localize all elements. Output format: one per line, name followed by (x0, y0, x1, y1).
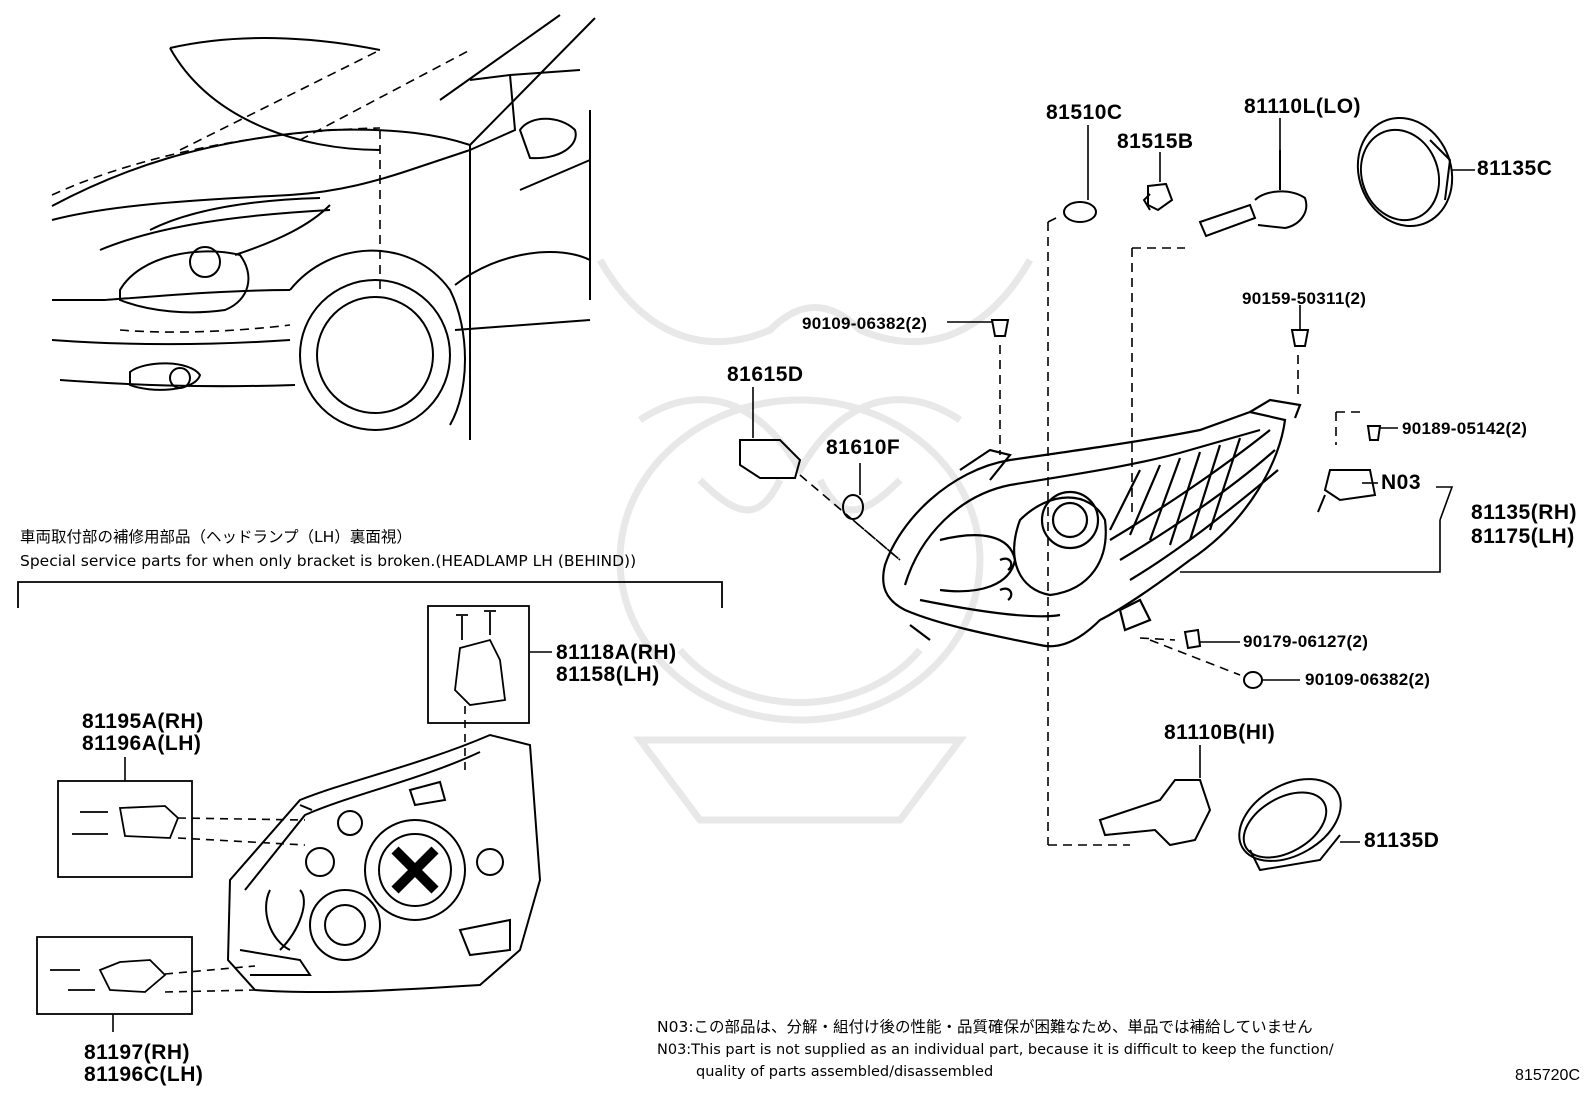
watermark-emblem (596, 258, 1034, 824)
small-parts (739, 116, 1454, 872)
label-81175-lh: 81175(LH) (1471, 525, 1575, 548)
label-90109-06382-bottom: 90109-06382(2) (1305, 670, 1431, 689)
label-90179-06127: 90179-06127(2) (1243, 632, 1369, 651)
label-81615D: 81615D (727, 363, 804, 386)
note-n03-jp: N03:この部品は、分解・組付け後の性能・品質確保が困難なため、単品では補給して… (657, 1018, 1313, 1036)
label-81135D: 81135D (1364, 829, 1440, 852)
label-81610F: 81610F (826, 436, 901, 459)
vehicle-dashed-hidden-lines (51, 49, 471, 333)
note-n03-en-line1: N03:This part is not supplied as an indi… (657, 1042, 1334, 1058)
label-90159-50311: 90159-50311(2) (1242, 289, 1367, 308)
figure-code: 815720C (1515, 1067, 1580, 1084)
headlamp-rear-view (226, 733, 542, 994)
label-81515B: 81515B (1117, 130, 1194, 153)
label-81158-lh: 81158(LH) (556, 663, 660, 686)
label-81110B: 81110B(HI) (1164, 721, 1276, 744)
label-81510C: 81510C (1046, 101, 1123, 124)
special-service-heading-jp: 車両取付部の補修用部品（ヘッドランプ（LH）裏面視） (20, 528, 412, 546)
special-service-bracket (17, 581, 723, 608)
detail-boxes (36, 605, 530, 1015)
assembly-dashed-lines (799, 215, 1360, 846)
label-81196C-lh: 81196C(LH) (84, 1063, 204, 1086)
detail-box-contents (50, 610, 507, 993)
note-n03-en-line2: quality of parts assembled/disassembled (696, 1064, 994, 1080)
label-81196A-lh: 81196A(LH) (82, 732, 202, 755)
label-81135C: 81135C (1477, 157, 1553, 180)
label-81135-rh: 81135(RH) (1471, 501, 1578, 524)
rear-view-dashed-lines (164, 706, 466, 993)
leader-lines (752, 118, 1475, 843)
label-81197-rh: 81197(RH) (84, 1041, 191, 1064)
label-81195A-rh: 81195A(RH) (82, 710, 204, 733)
label-90109-06382-top: 90109-06382(2) (802, 314, 928, 333)
label-90189-05142: 90189-05142(2) (1402, 419, 1528, 438)
vehicle-front-illustration (51, 14, 596, 440)
special-service-heading-en: Special service parts for when only brac… (20, 552, 637, 570)
headlamp-assembly (882, 398, 1302, 648)
rear-view-leader-lines (112, 651, 552, 1032)
label-81118A-rh: 81118A(RH) (556, 641, 677, 664)
label-81110L: 81110L(LO) (1244, 95, 1362, 118)
label-N03: N03 (1381, 471, 1422, 494)
